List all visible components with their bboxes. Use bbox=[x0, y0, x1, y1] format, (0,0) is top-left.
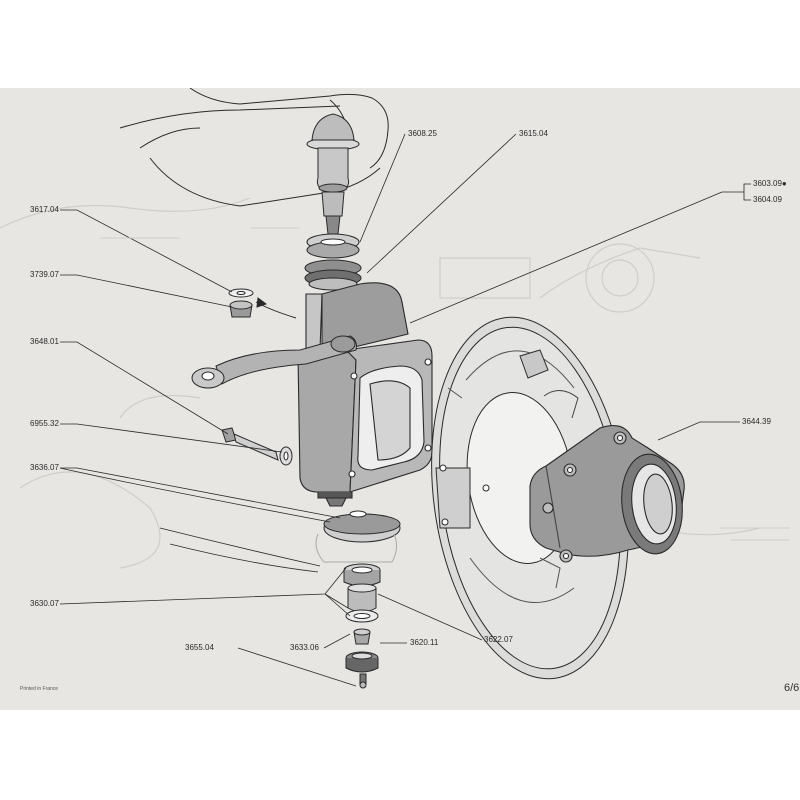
exploded-view-drawing bbox=[0, 88, 790, 689]
frame-panel bbox=[119, 88, 389, 207]
page-number: 6/6 bbox=[784, 682, 800, 694]
part-label-3617-04: 3617.04 bbox=[30, 205, 59, 214]
steering-arm bbox=[191, 335, 357, 389]
wheel-hub bbox=[529, 425, 685, 563]
bolt-6955 bbox=[221, 427, 293, 466]
leader-lines bbox=[59, 133, 751, 687]
part-label-3655-04: 3655.04 bbox=[185, 643, 214, 652]
part-label-3739-07: 3739.07 bbox=[30, 270, 59, 279]
background-faded-drawings bbox=[0, 197, 761, 569]
upper-bearing-rings bbox=[304, 233, 362, 291]
catalog-page: 3608.25 3615.04 3603.09● 3604.09 3617.04… bbox=[0, 88, 800, 710]
part-label-6955-32: 6955.32 bbox=[30, 419, 59, 428]
steering-knuckle bbox=[297, 282, 433, 507]
dust-shield bbox=[315, 510, 401, 563]
part-label-3620-11: 3620.11 bbox=[410, 638, 439, 647]
part-label-3622-07: 3622.07 bbox=[484, 635, 513, 644]
part-label-3648-01: 3648.01 bbox=[30, 337, 59, 346]
part-label-3615-04: 3615.04 bbox=[519, 129, 548, 138]
printed-in-france-note: Printed in France bbox=[20, 686, 59, 692]
lower-bearing-stack bbox=[343, 563, 381, 689]
part-label-3604-09: 3604.09 bbox=[753, 195, 782, 204]
king-pin-ball-stud bbox=[306, 113, 360, 235]
part-label-3633-06: 3633.06 bbox=[290, 643, 319, 652]
washer-and-nut bbox=[228, 288, 297, 319]
part-label-3636-07: 3636.07 bbox=[30, 463, 59, 472]
part-label-3608-25: 3608.25 bbox=[408, 129, 437, 138]
bleed-through-marks bbox=[100, 227, 790, 541]
part-label-3644-39: 3644.39 bbox=[742, 417, 771, 426]
asterisk-marker: ● bbox=[781, 179, 787, 188]
part-label-3603-09: 3603.09● bbox=[753, 179, 787, 188]
part-label-3630-07: 3630.07 bbox=[30, 599, 59, 608]
